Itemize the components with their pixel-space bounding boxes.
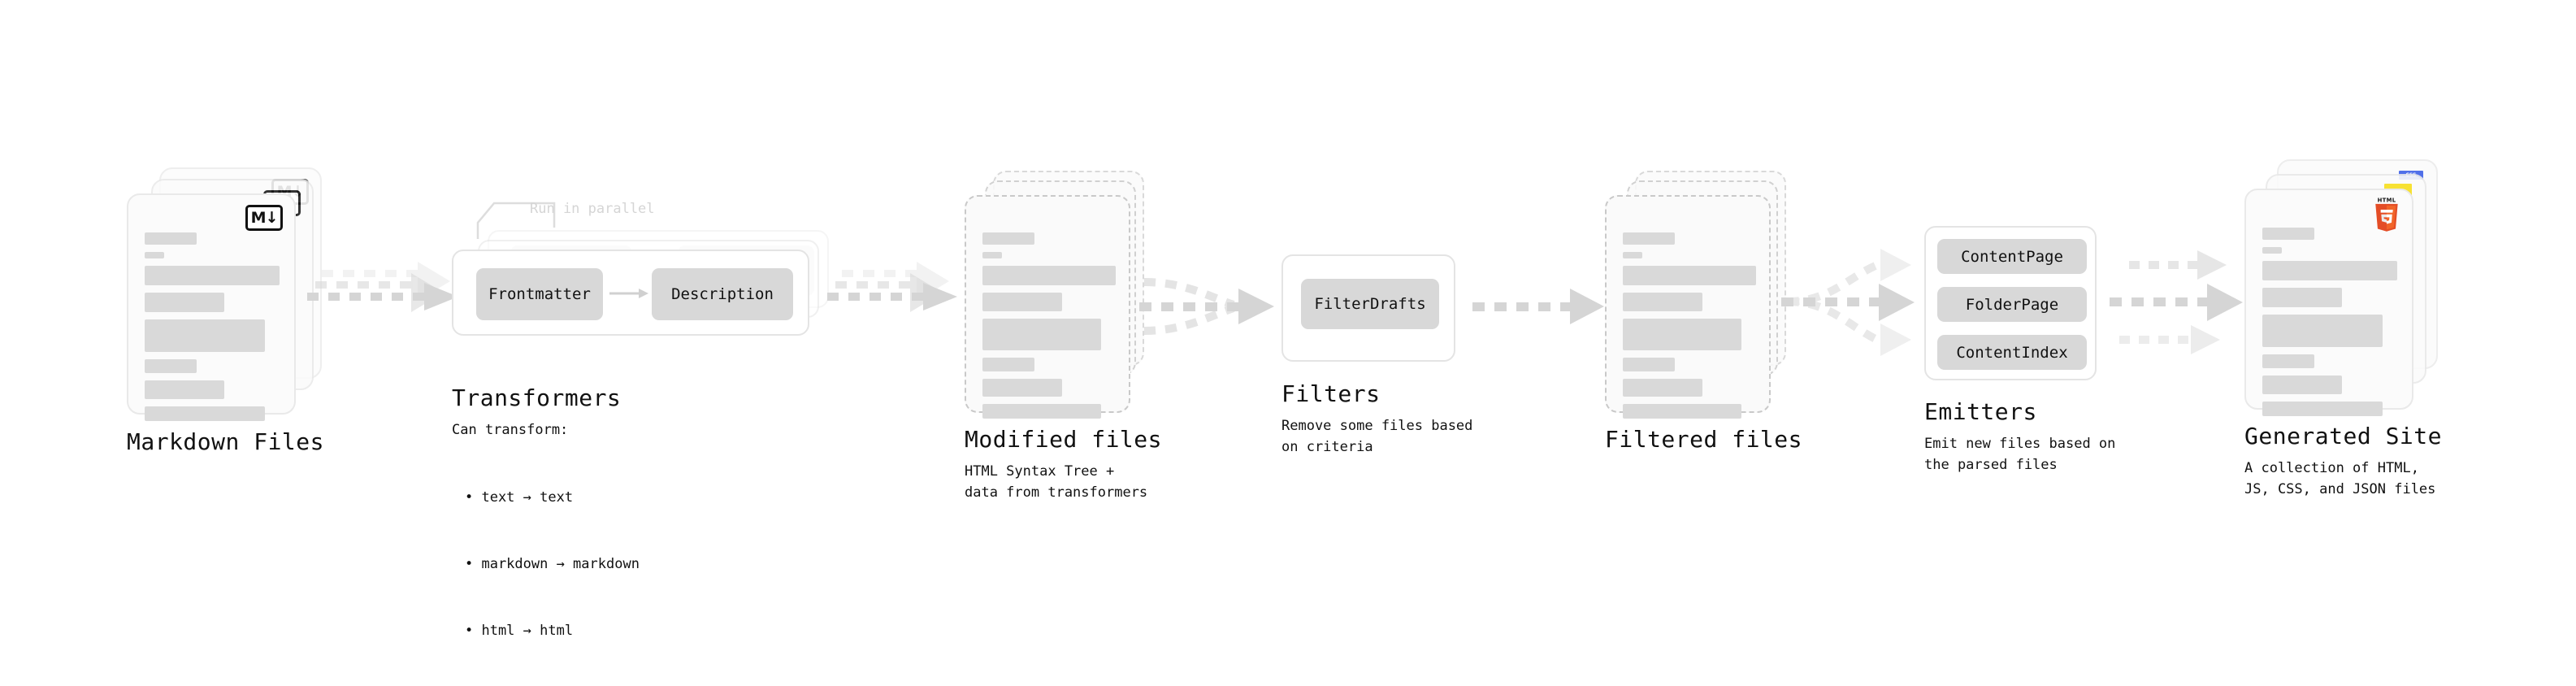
modified-file-card-front: [965, 195, 1130, 419]
filters-card: FilterDrafts: [1281, 254, 1455, 362]
run-in-parallel-label: Run in parallel: [530, 201, 655, 217]
generated-site-subtitle: A collection of HTML, JS, CSS, and JSON …: [2244, 460, 2436, 498]
stage-title-generated-site: Generated Site: [2244, 423, 2443, 449]
stage-title-modified-files: Modified files: [965, 426, 1163, 453]
emitter-chip-contentpage[interactable]: ContentPage: [1937, 239, 2087, 274]
markdown-file-card-front: M↓: [127, 193, 296, 421]
file-content-placeholder: [2262, 213, 2397, 423]
connector-filtered-to-emitters: [1781, 249, 1915, 356]
emitter-chip-folderpage[interactable]: FolderPage: [1937, 287, 2087, 322]
transformer-card-front: Frontmatter Description: [452, 250, 809, 336]
file-content-placeholder: [145, 218, 280, 428]
stage-title-markdown-files: Markdown Files: [127, 428, 325, 455]
modified-files-subtitle: HTML Syntax Tree + data from transformer…: [965, 463, 1148, 501]
site-file-card-html: HTML: [2244, 189, 2413, 416]
emitters-subtitle: Emit new files based on the parsed files: [1924, 436, 2116, 474]
transformers-bullet-0: • text → text: [465, 489, 574, 506]
connector-modified-to-filters: [1139, 278, 1274, 335]
run-in-parallel-bracket: [476, 202, 556, 239]
svg-text:HTML: HTML: [2378, 197, 2396, 203]
filter-chip-filterdrafts[interactable]: FilterDrafts: [1301, 279, 1439, 329]
markdown-icon: M↓: [245, 205, 283, 231]
transformer-chip-description[interactable]: Description: [652, 268, 793, 320]
filtered-file-card-front: [1605, 195, 1771, 419]
connector-transformers-to-modified: [827, 262, 957, 312]
emitters-card: ContentPage FolderPage ContentIndex: [1924, 226, 2097, 380]
emitter-chip-contentindex[interactable]: ContentIndex: [1937, 335, 2087, 370]
transformers-bullet-2: • html → html: [465, 622, 574, 639]
file-content-placeholder: [982, 219, 1116, 426]
transformers-subtitle: Can transform:: [452, 422, 569, 438]
connector-emitters-to-site: [2110, 250, 2243, 354]
html5-icon: HTML: [2375, 197, 2398, 232]
connector-markdown-to-transformers: [307, 262, 458, 312]
connector-filters-to-filtered: [1472, 289, 1604, 324]
stage-title-emitters: Emitters: [1924, 398, 2037, 425]
stage-title-filtered-files: Filtered files: [1605, 426, 1803, 453]
transformer-inner-arrow: [609, 289, 648, 298]
stage-title-filters: Filters: [1281, 380, 1381, 407]
transformer-chip-frontmatter[interactable]: Frontmatter: [476, 268, 603, 320]
filters-subtitle: Remove some files based on criteria: [1281, 418, 1473, 456]
stage-title-transformers: Transformers: [452, 384, 622, 411]
file-content-placeholder: [1623, 219, 1756, 426]
transformers-bullet-list: • text → text • markdown → markdown • ht…: [465, 443, 640, 686]
transformers-bullet-1: • markdown → markdown: [465, 555, 640, 572]
